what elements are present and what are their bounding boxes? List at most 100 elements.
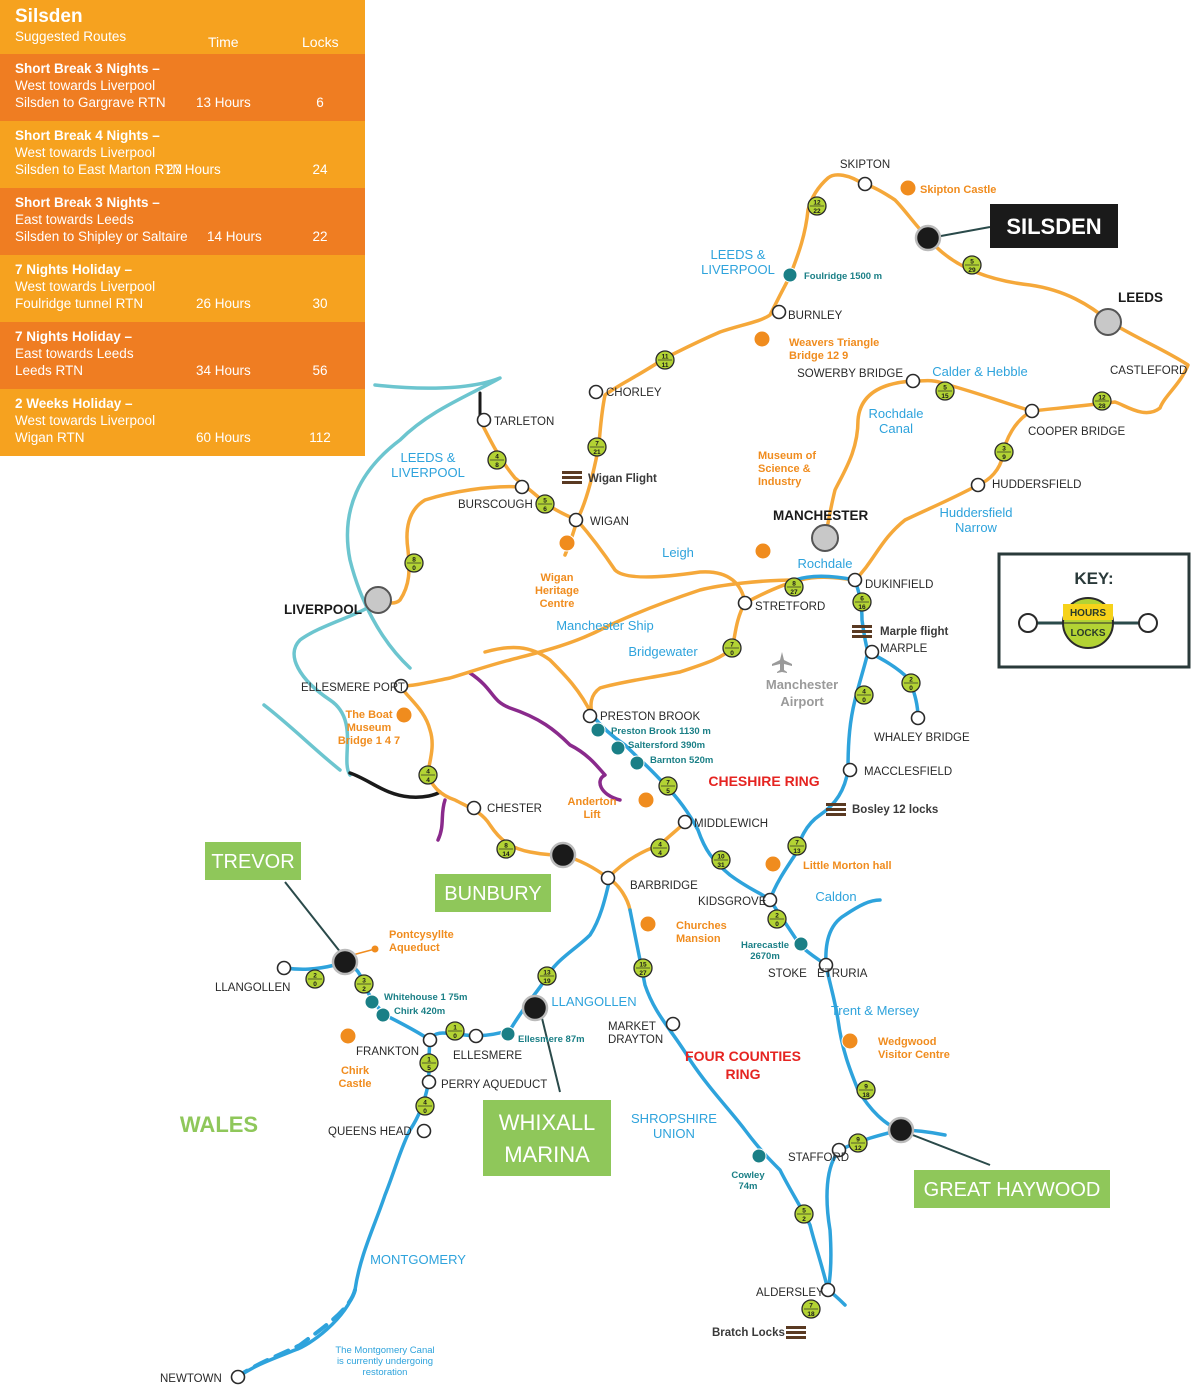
whixall-label-box	[483, 1100, 611, 1176]
frankton-marker	[422, 1032, 438, 1048]
lock-badge-locks: 29	[968, 267, 976, 274]
panel-subtitle: Suggested Routes	[15, 29, 127, 44]
middlewich-label: MIDDLEWICH	[694, 818, 768, 830]
marple-flight-label: Marple flight	[880, 626, 949, 638]
foulridge-tunnel-label: Foulridge 1500 m	[804, 271, 882, 282]
route-row: Short Break 3 Nights – West towards Live…	[0, 54, 365, 121]
tunnel-marker	[590, 722, 606, 738]
lock-badge-locks: 15	[941, 393, 949, 400]
silsden-label-box	[990, 204, 1118, 248]
marple-label: MARPLE	[880, 643, 928, 655]
lock-badge: 718	[801, 1299, 821, 1319]
lock-badge-locks: 0	[412, 565, 416, 572]
tunnel-marker	[375, 1007, 391, 1023]
lock-badge: 40	[854, 685, 874, 705]
route-name: 7 Nights Holiday –	[15, 329, 133, 344]
lock-badge-locks: 0	[730, 650, 734, 657]
lock-badge: 75	[658, 776, 678, 796]
lock-badge-hours: 4	[495, 454, 499, 461]
route-bridgewater-2	[483, 645, 594, 717]
key-node-left	[1018, 613, 1038, 633]
lock-badge-hours: 5	[802, 1208, 806, 1215]
wigan-label: WIGAN	[590, 516, 629, 528]
attraction-marker	[754, 542, 772, 560]
attraction-marker	[395, 706, 413, 724]
key-locks: LOCKS	[1071, 628, 1106, 639]
key-node-right	[1138, 613, 1158, 633]
lock-badge-locks: 0	[909, 685, 913, 692]
lock-badge-hours: 1	[453, 1025, 457, 1032]
lock-badge-locks: 2	[362, 986, 366, 993]
bratch-locks-label: Bratch Locks	[712, 1327, 785, 1339]
barbridge-label: BARBRIDGE	[630, 880, 698, 892]
lock-badge-locks: 6	[543, 506, 547, 513]
lock-badge-locks: 8	[495, 462, 499, 469]
route-name: Short Break 4 Nights –	[15, 128, 160, 143]
barbridge-marker	[600, 870, 616, 886]
lock-badge-hours: 2	[909, 677, 913, 684]
lock-badge: 912	[848, 1133, 868, 1153]
lock-badge-locks: 14	[502, 851, 510, 858]
lock-badge-locks: 9	[1002, 454, 1006, 461]
estuary-line	[345, 376, 502, 670]
route-row: Short Break 3 Nights – East towards Leed…	[0, 188, 365, 255]
lock-badge: 32	[354, 974, 374, 994]
lock-badge-locks: 12	[854, 1145, 862, 1152]
lock-badge: 52	[794, 1204, 814, 1224]
panel-header: Silsden Suggested Routes Time Locks	[0, 0, 365, 54]
lock-flight-icon	[826, 803, 846, 806]
route-leeds-liverpool-west	[478, 418, 579, 522]
burscough-marker	[514, 479, 530, 495]
barnton-tunnel-label: Barnton 520m	[650, 755, 713, 766]
tarleton-label: TARLETON	[494, 416, 554, 428]
lock-badge-hours: 1	[427, 1057, 431, 1064]
lock-badge-hours: 8	[504, 843, 508, 850]
lock-badge-locks: 0	[862, 697, 866, 704]
lock-badge: 616	[852, 592, 872, 612]
lock-badge-hours: 7	[809, 1303, 813, 1310]
lock-flight-icons	[562, 471, 872, 1339]
castleford-label: CASTLEFORD	[1110, 365, 1187, 377]
route-time: 34 Hours	[196, 363, 251, 378]
attraction-markers	[339, 179, 917, 1050]
cheshire-ring-label: CHESHIRE RING	[708, 773, 819, 789]
panel-title: Silsden	[15, 6, 83, 27]
lock-badge-locks: 11	[662, 362, 669, 369]
tunnel-marker	[364, 994, 380, 1010]
etruria-label: ETRURIA	[817, 968, 868, 980]
lock-badge-hours: 5	[543, 498, 547, 505]
tunnel-marker	[751, 1148, 767, 1164]
route-direction: West towards Liverpool	[15, 78, 156, 93]
lock-flight-icon	[562, 481, 582, 484]
wales-label: WALES	[180, 1112, 258, 1137]
route-description: Foulridge tunnel RTN	[15, 296, 144, 311]
tunnel-marker	[500, 1026, 516, 1042]
huddersfield-marker	[970, 477, 986, 493]
route-description: Silsden to East Marton RTN	[15, 162, 183, 177]
trevor-label-box	[205, 842, 301, 880]
chorley-label: CHORLEY	[606, 387, 662, 399]
montgomery-canal-label: MONTGOMERY	[370, 1252, 466, 1267]
skipton-castle-attraction-label: Skipton Castle	[920, 184, 996, 196]
route-direction: East towards Leeds	[15, 212, 134, 227]
manchester-label: MANCHESTER	[773, 508, 869, 523]
whixall-marker	[521, 994, 549, 1022]
calder-hebble-canal-label: Calder & Hebble	[932, 364, 1027, 379]
lock-badge-locks: 16	[858, 604, 866, 611]
lock-badge-hours: 4	[658, 842, 662, 849]
llangollen-town-label: LLANGOLLEN	[215, 982, 290, 994]
sowerby-bridge-label: SOWERBY BRIDGE	[797, 368, 903, 380]
airplane-icon	[772, 652, 792, 673]
route-row: Short Break 4 Nights – West towards Live…	[0, 121, 365, 188]
liverpool-label: LIVERPOOL	[284, 602, 362, 617]
leigh-canal-label: Leigh	[662, 545, 694, 560]
key-hours: HOURS	[1070, 608, 1106, 619]
